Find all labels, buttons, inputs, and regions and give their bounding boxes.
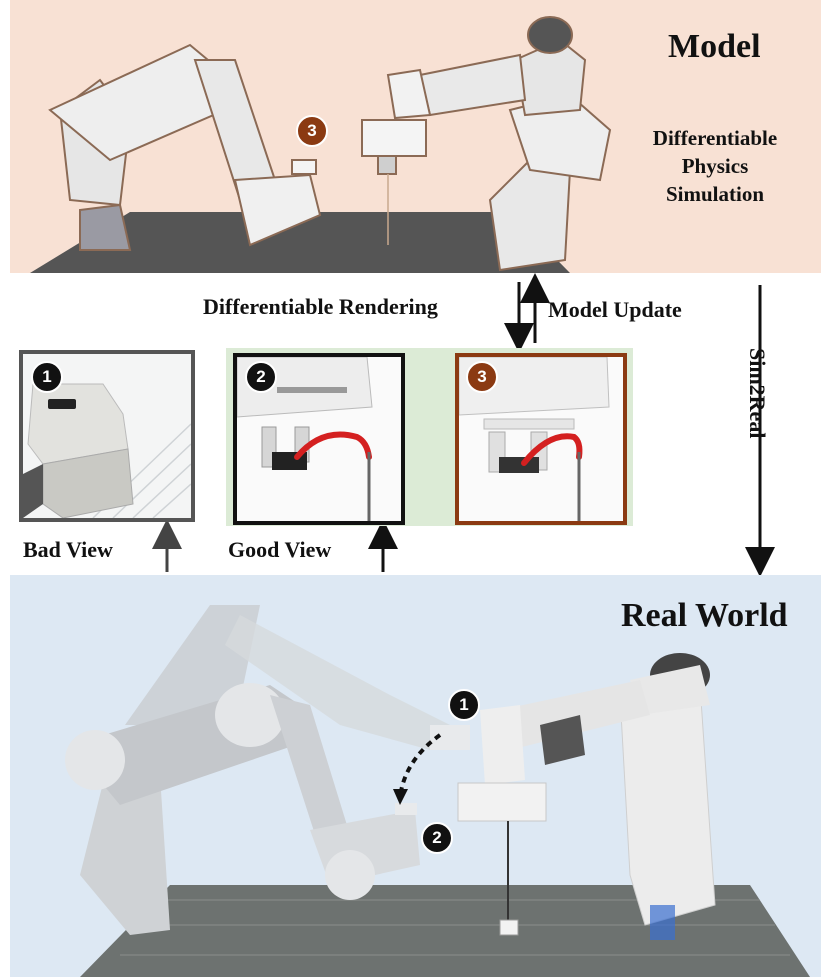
sim-right-robot	[361, 16, 612, 272]
sim2real-label: Sim2Real	[745, 348, 770, 439]
needle-base	[499, 919, 519, 936]
real-right-robot	[457, 653, 716, 940]
view-marker-1: 1	[31, 361, 63, 393]
real-marker-2: 2	[421, 822, 453, 854]
subtitle-line: Simulation	[665, 182, 765, 206]
view-marker-2: 2	[245, 361, 277, 393]
sim-table	[30, 212, 570, 273]
view-marker-3: 3	[466, 361, 498, 393]
sim-left-robot	[48, 43, 322, 251]
real-marker-1: 1	[448, 689, 480, 721]
model-marker-3: 3	[296, 115, 328, 147]
bad-view-label: Bad View	[23, 537, 113, 562]
model-title: Model	[668, 28, 761, 65]
sim-view-image	[459, 357, 623, 521]
sim-rope	[521, 433, 583, 466]
sim-camera	[291, 159, 317, 175]
rendering-label: Differentiable Rendering	[203, 294, 438, 319]
good-view-label: Good View	[228, 537, 332, 562]
rope	[294, 431, 372, 460]
motion-arrowhead	[393, 789, 408, 805]
real-world-title: Real World	[621, 597, 788, 634]
real-left-robot	[65, 605, 470, 935]
real-world-panel: Real World 1 2	[10, 575, 821, 977]
real-table	[80, 885, 810, 977]
subtitle-line: Physics	[681, 154, 749, 178]
model-subtitle: Differentiable Physics Simulation	[630, 124, 800, 208]
update-label: Model Update	[548, 297, 682, 322]
model-panel: 3 Model Differentiable Physics Simulatio…	[10, 0, 821, 273]
sim-view-frame	[455, 353, 627, 525]
simulation-scene	[30, 16, 612, 273]
real-scene	[65, 605, 810, 977]
subtitle-line: Differentiable	[652, 126, 778, 150]
